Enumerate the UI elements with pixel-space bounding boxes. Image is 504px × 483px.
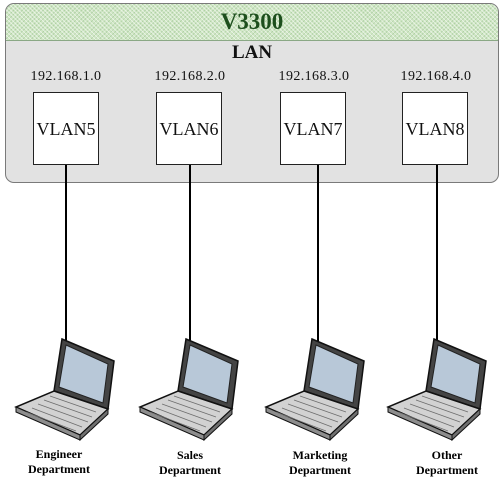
department-name: Sales <box>176 448 203 462</box>
device-header <box>6 4 498 41</box>
vlan-label: VLAN7 <box>283 119 343 139</box>
vlan-ip: 192.168.1.0 <box>30 69 102 84</box>
vlan-ip: 192.168.3.0 <box>278 69 350 84</box>
department-label: Marketing Department <box>265 448 375 478</box>
vlan-box <box>280 92 346 165</box>
lan-label: LAN <box>231 42 273 63</box>
department-suffix: Department <box>28 462 90 476</box>
vlan-box <box>156 92 222 165</box>
department-name: Engineer <box>35 447 83 461</box>
laptop-icon <box>138 337 239 441</box>
department-suffix: Department <box>159 463 221 477</box>
vlan-label: VLAN5 <box>36 119 96 139</box>
department-label: Engineer Department <box>4 447 114 477</box>
department-name: Other <box>431 448 463 462</box>
vlan-ip: 192.168.4.0 <box>400 69 472 84</box>
department-name: Marketing <box>292 448 348 462</box>
laptop-icon <box>386 337 487 441</box>
department-suffix: Department <box>289 463 351 477</box>
device-title: V3300 <box>220 9 284 34</box>
vlan-label: VLAN6 <box>159 119 219 139</box>
connection-line <box>189 165 191 345</box>
vlan-label: VLAN8 <box>405 119 465 139</box>
laptop-icon <box>14 337 115 441</box>
vlan-box <box>33 92 99 165</box>
connection-line <box>65 165 67 345</box>
department-label: Other Department <box>392 448 502 478</box>
laptop-icon <box>264 337 365 441</box>
connection-line <box>436 165 438 345</box>
department-suffix: Department <box>416 463 478 477</box>
vlan-box <box>402 92 468 165</box>
connection-line <box>317 165 319 345</box>
vlan-ip: 192.168.2.0 <box>154 69 226 84</box>
department-label: Sales Department <box>135 448 245 478</box>
